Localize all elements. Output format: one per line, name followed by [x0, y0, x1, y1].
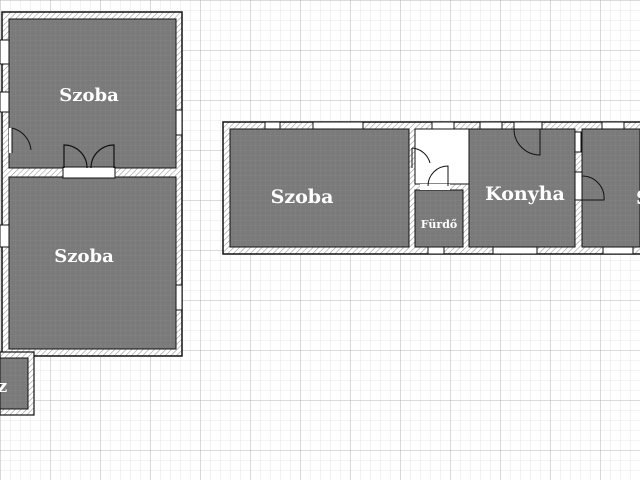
- room-center-left: [229, 128, 410, 248]
- room-bottom-partial: [0, 357, 29, 410]
- door-bathroom: [420, 165, 450, 190]
- room-left-bottom: [8, 176, 177, 350]
- room-label-kitchen: Konyha: [485, 183, 565, 205]
- double-door: [62, 144, 116, 179]
- room-label-right-partial: S: [636, 187, 640, 209]
- room-left-top: [8, 18, 177, 169]
- room-label-left-top: Szoba: [59, 85, 119, 106]
- door-kitchen-top: [513, 121, 543, 156]
- room-label-bottom-partial: z: [0, 376, 7, 397]
- door-right-room: [574, 171, 605, 201]
- room-right-partial: [581, 128, 640, 248]
- room-label-left-bottom: Szoba: [54, 246, 114, 267]
- hallway: [414, 128, 470, 185]
- room-kitchen: [468, 128, 576, 248]
- left-building: [0, 11, 183, 416]
- room-label-center-left: Szoba: [271, 186, 334, 208]
- door-hall-west: [411, 147, 431, 168]
- right-building: [222, 121, 640, 255]
- room-label-bathroom: Fürdő: [421, 218, 457, 231]
- door-left-side: [9, 127, 32, 153]
